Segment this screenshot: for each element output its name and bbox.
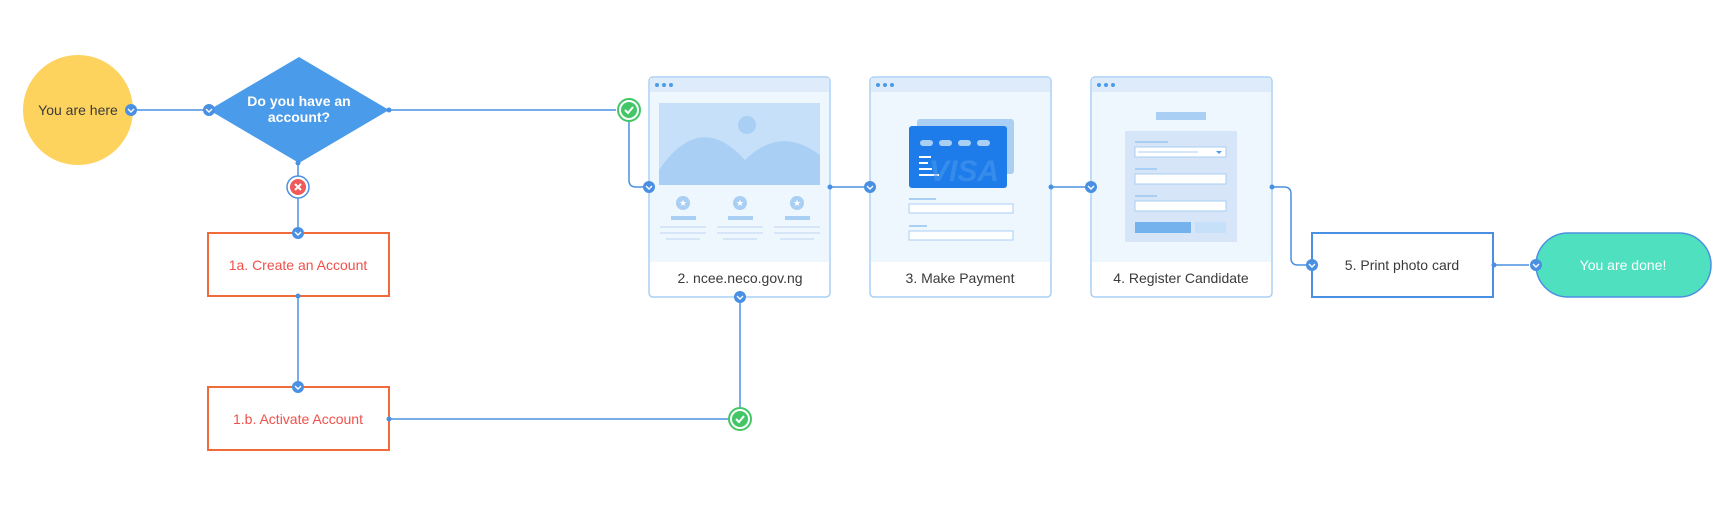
port-chevron-icon	[864, 181, 876, 193]
no-cross-marker	[286, 175, 310, 199]
decision-node: Do you have an account?	[209, 57, 389, 163]
register-card: 4. Register Candidate	[1090, 76, 1273, 298]
website-feature-icons	[676, 196, 804, 210]
register-form-illustration	[1125, 131, 1237, 242]
connector-register-to-print	[1272, 186, 1308, 266]
yes-check-bottom	[728, 407, 752, 431]
port-chevron-icon	[292, 381, 304, 393]
website-card-label: 2. ncee.neco.gov.ng	[677, 270, 802, 286]
port-chevron-icon	[1530, 259, 1542, 271]
port-chevron-icon	[1085, 181, 1097, 193]
visa-watermark: VISA	[929, 155, 999, 188]
svg-text:★: ★	[736, 198, 744, 208]
activate-account-node: 1.b. Activate Account	[207, 386, 390, 451]
yes-check-top	[617, 98, 641, 122]
svg-text:★: ★	[793, 198, 801, 208]
port-dots	[295, 107, 1497, 422]
port-markers	[125, 104, 1542, 422]
done-label: You are done!	[1580, 257, 1667, 273]
start-node-label: You are here	[38, 102, 118, 118]
register-card-label: 4. Register Candidate	[1113, 270, 1249, 286]
create-account-label: 1a. Create an Account	[229, 257, 368, 273]
decision-label-line2: account?	[268, 109, 330, 125]
payment-card: VISA 3. Make Payment	[869, 76, 1052, 298]
print-label: 5. Print photo card	[1345, 257, 1459, 273]
connectors	[131, 109, 1529, 420]
credit-card-icon: VISA	[909, 126, 1007, 188]
port-chevron-icon	[643, 181, 655, 193]
connector-yes-to-website	[628, 121, 649, 188]
activate-account-label: 1.b. Activate Account	[233, 411, 363, 427]
print-node: 5. Print photo card	[1311, 232, 1494, 298]
port-chevron-icon	[203, 104, 215, 116]
website-hero-image	[659, 103, 820, 185]
done-node: You are done!	[1535, 232, 1712, 298]
port-chevron-icon	[125, 104, 137, 116]
decision-label-line1: Do you have an	[247, 93, 350, 109]
website-card: ★ ★ ★ 2. ncee.neco.gov.ng	[648, 76, 831, 298]
port-chevron-icon	[1306, 259, 1318, 271]
create-account-node: 1a. Create an Account	[207, 232, 390, 297]
svg-text:★: ★	[679, 198, 687, 208]
port-chevron-icon	[734, 291, 746, 303]
port-chevron-icon	[292, 227, 304, 239]
payment-card-label: 3. Make Payment	[906, 270, 1015, 286]
start-node: You are here	[23, 55, 133, 165]
